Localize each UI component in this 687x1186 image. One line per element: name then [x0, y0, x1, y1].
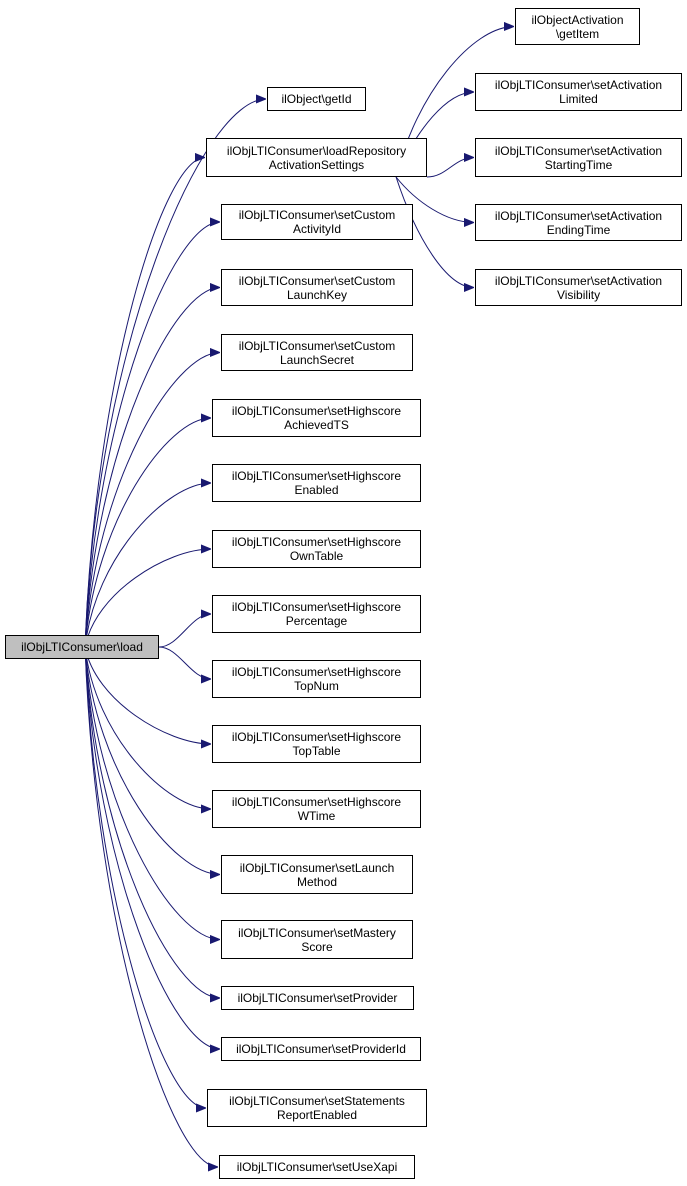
node-getitem[interactable]: ilObjectActivation\getItem	[515, 8, 640, 45]
node-label-line: EndingTime	[546, 222, 611, 237]
node-label-line: ilObjLTIConsumer\setHighscore	[231, 665, 402, 679]
node-label-line: ilObjLTIConsumer\setUseXapi	[236, 1160, 398, 1174]
node-label-line: ilObjLTIConsumer\setActivation	[494, 273, 663, 288]
node-label-line: ilObjLTIConsumer\setActivation	[494, 78, 663, 92]
node-label-line: ReportEnabled	[276, 1108, 358, 1122]
edge-load-to-hstoptable	[84, 646, 211, 744]
edge-load-to-hspercentage	[158, 614, 212, 648]
edge-load-to-provider	[84, 646, 220, 998]
node-label-line: Percentage	[285, 614, 348, 628]
node-label-line: Limited	[559, 92, 598, 106]
root-node-load[interactable]: ilObjLTIConsumer\load	[5, 635, 159, 659]
node-label-line: ilObjLTIConsumer\setHighscore	[231, 469, 402, 483]
node-label-line: AchievedTS	[284, 418, 349, 432]
edge-load-to-launchmethod	[84, 646, 220, 875]
node-label-line: ilObjLTIConsumer\setHighscore	[231, 535, 402, 549]
node-label-line: ilObjLTIConsumer\setHighscore	[231, 404, 402, 418]
node-label-line: Method	[296, 874, 338, 889]
node-label-line: TopTable	[292, 744, 341, 758]
node-label-line: ilObjLTIConsumer\setActivation	[494, 208, 663, 223]
edge-load-to-hstopnum	[158, 646, 212, 679]
node-label-line: ilObjLTIConsumer\load	[21, 640, 143, 654]
node-label-line: LaunchKey	[286, 287, 348, 302]
node-label-line: ilObjectActivation	[531, 12, 624, 27]
edge-load-to-customactivityid	[84, 222, 220, 648]
node-label-line: ilObjLTIConsumer\setHighscore	[231, 600, 402, 614]
node-label-line: ilObjLTIConsumer\setCustom	[238, 273, 396, 288]
node-label-line: StartingTime	[544, 157, 613, 172]
edge-load-to-hsenabled	[84, 483, 211, 648]
edge-load-to-statements	[84, 646, 206, 1108]
node-label-line: ilObjLTIConsumer\setHighscore	[231, 795, 402, 809]
edge-load-to-hsowntable	[84, 549, 211, 648]
edge-load-to-getid	[84, 99, 266, 648]
edge-loadrepo-to-actvisibility	[395, 176, 474, 288]
node-label-line: ActivityId	[292, 222, 341, 236]
node-label-line: ilObjLTIConsumer\setHighscore	[231, 730, 402, 744]
node-label-line: ilObjLTIConsumer\setProviderId	[236, 1042, 406, 1056]
edge-load-to-masteryscore	[84, 646, 220, 940]
edge-load-to-loadrepo	[84, 158, 205, 648]
edge-loadrepo-to-actending	[395, 176, 474, 223]
node-label-line: LaunchSecret	[279, 352, 355, 367]
edge-load-to-customlaunchkey	[84, 288, 220, 648]
node-label-line: ilObjLTIConsumer\setCustom	[238, 208, 396, 222]
node-providerid[interactable]: ilObjLTIConsumer\setProviderId	[221, 1037, 421, 1061]
node-label-line: Score	[301, 939, 333, 954]
edge-loadrepo-to-actstarting	[426, 158, 474, 178]
node-label-line: WTime	[297, 809, 336, 823]
node-label-line: OwnTable	[289, 549, 344, 563]
node-usexapi[interactable]: ilObjLTIConsumer\setUseXapi	[219, 1155, 415, 1179]
node-provider[interactable]: ilObjLTIConsumer\setProvider	[221, 986, 414, 1010]
edge-load-to-usexapi	[84, 646, 218, 1167]
edge-load-to-customlaunchsecret	[84, 353, 220, 648]
edge-load-to-hsachieved	[84, 418, 211, 648]
node-label-line: Enabled	[294, 483, 339, 497]
node-label-line: ilObjLTIConsumer\setCustom	[238, 338, 396, 353]
edge-load-to-hswtime	[84, 646, 211, 809]
node-label-line: \getItem	[555, 26, 600, 41]
node-label-line: ilObjLTIConsumer\setLaunch	[239, 860, 395, 875]
node-getid[interactable]: ilObject\getId	[267, 87, 366, 111]
node-label-line: Visibility	[556, 287, 601, 302]
node-label-line: ilObjLTIConsumer\loadRepository	[226, 143, 407, 158]
node-label-line: ilObjLTIConsumer\setStatements	[229, 1094, 405, 1108]
node-label-line: ilObject\getId	[281, 92, 352, 106]
node-label-line: ilObjLTIConsumer\setMastery	[238, 925, 396, 940]
node-label-line: ActivationSettings	[268, 157, 365, 172]
node-label-line: TopNum	[294, 679, 339, 693]
node-label-line: ilObjLTIConsumer\setActivation	[494, 143, 663, 158]
node-label-line: ilObjLTIConsumer\setProvider	[237, 991, 398, 1005]
edge-load-to-providerid	[84, 646, 220, 1049]
